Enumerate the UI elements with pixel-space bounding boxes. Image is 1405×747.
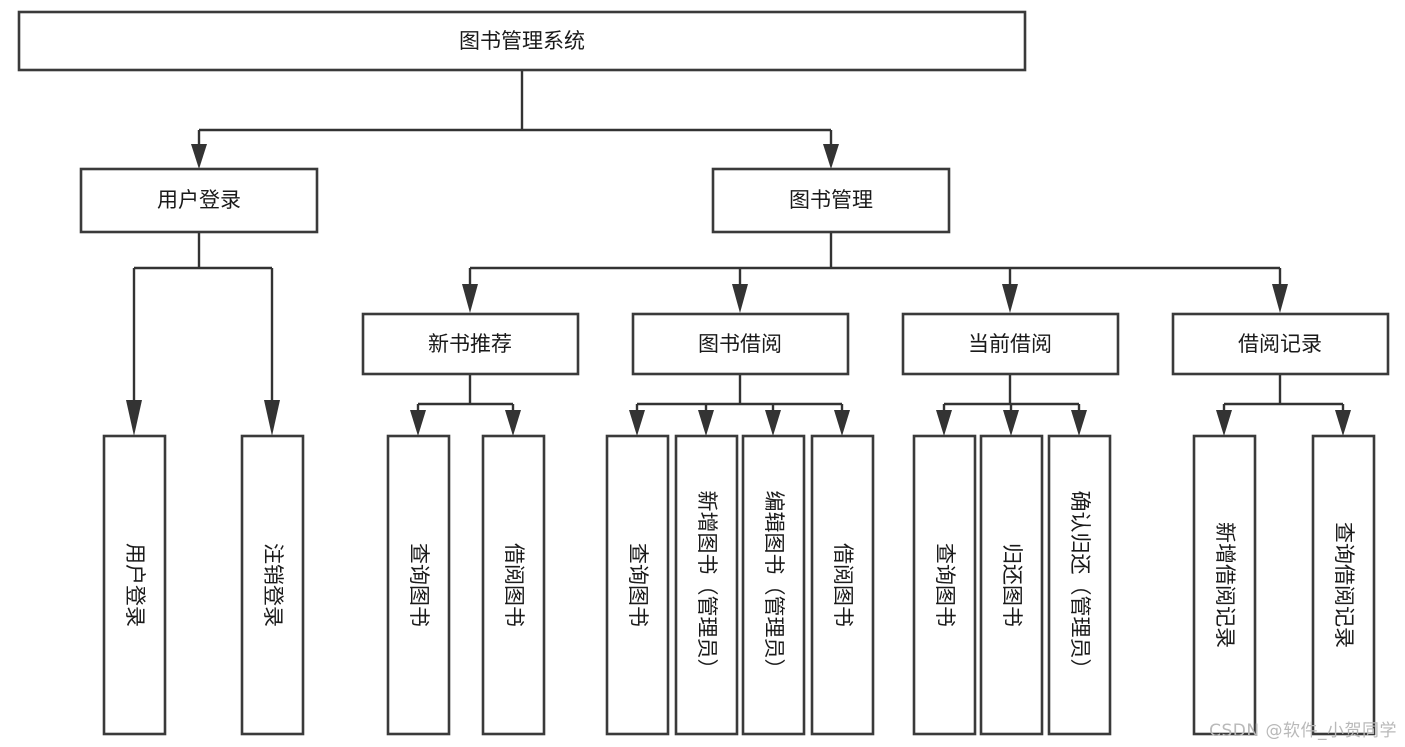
node-current-borrow-label: 当前借阅 bbox=[968, 332, 1052, 356]
arrow-head-borrow-record bbox=[1272, 284, 1288, 313]
arrow-head-leaf-user-logout bbox=[264, 400, 280, 436]
node-root-system[interactable]: 图书管理系统 bbox=[17, 10, 1027, 72]
leaf-currentborrow-query-book[interactable]: 查询图书 bbox=[912, 434, 977, 736]
arrow-head-current-borrow bbox=[1002, 284, 1018, 313]
leaf-currentborrow-return-book[interactable]: 归还图书 bbox=[979, 434, 1044, 736]
leaf-currentborrow-confirm-return-label: 确认归还（管理员） bbox=[1068, 491, 1092, 680]
arrow-head-borrowrecord-leaf-2 bbox=[1335, 410, 1351, 436]
leaf-user-logout[interactable]: 注销登录 bbox=[240, 434, 305, 736]
node-borrow-record-label: 借阅记录 bbox=[1238, 332, 1322, 356]
arrow-head-bookborrow-leaf-2 bbox=[698, 410, 714, 436]
leaf-user-login-label: 用户登录 bbox=[123, 543, 147, 627]
node-root-label: 图书管理系统 bbox=[459, 29, 585, 53]
node-book-borrow-label: 图书借阅 bbox=[698, 332, 782, 356]
node-user-login-label: 用户登录 bbox=[157, 188, 241, 212]
arrow-head-currentborrow-leaf-1 bbox=[936, 410, 952, 436]
arrow-head-new-book bbox=[462, 284, 478, 313]
node-book-management[interactable]: 图书管理 bbox=[711, 167, 951, 234]
leaf-bookborrow-query-book[interactable]: 查询图书 bbox=[605, 434, 670, 736]
leaf-newbook-query-book[interactable]: 查询图书 bbox=[386, 434, 451, 736]
node-new-book-recommend[interactable]: 新书推荐 bbox=[361, 312, 580, 376]
leaf-bookborrow-edit-book[interactable]: 编辑图书（管理员） bbox=[741, 434, 806, 736]
leaf-bookborrow-query-book-label: 查询图书 bbox=[626, 543, 650, 627]
node-book-borrow[interactable]: 图书借阅 bbox=[631, 312, 850, 376]
leaf-bookborrow-borrow-book-label: 借阅图书 bbox=[831, 543, 855, 627]
arrow-head-book-manage bbox=[823, 144, 839, 169]
node-current-borrow[interactable]: 当前借阅 bbox=[901, 312, 1120, 376]
leaf-currentborrow-confirm-return[interactable]: 确认归还（管理员） bbox=[1047, 434, 1112, 736]
arrow-head-book-borrow bbox=[732, 284, 748, 313]
node-book-management-label: 图书管理 bbox=[789, 188, 873, 212]
arrow-head-newbook-leaf-1 bbox=[410, 410, 426, 436]
leaf-user-logout-label: 注销登录 bbox=[261, 543, 285, 627]
leaf-bookborrow-add-book[interactable]: 新增图书（管理员） bbox=[674, 434, 739, 736]
leaf-newbook-borrow-book-label: 借阅图书 bbox=[502, 543, 526, 627]
arrow-head-newbook-leaf-2 bbox=[505, 410, 521, 436]
leaf-borrowrecord-query-record[interactable]: 查询借阅记录 bbox=[1311, 434, 1376, 736]
leaf-bookborrow-edit-book-label: 编辑图书（管理员） bbox=[762, 491, 786, 680]
node-borrow-record[interactable]: 借阅记录 bbox=[1171, 312, 1390, 376]
leaf-borrowrecord-add-record[interactable]: 新增借阅记录 bbox=[1192, 434, 1257, 736]
leaf-borrowrecord-add-record-label: 新增借阅记录 bbox=[1213, 522, 1237, 648]
arrow-head-currentborrow-leaf-3 bbox=[1071, 410, 1087, 436]
arrow-head-borrowrecord-leaf-1 bbox=[1216, 410, 1232, 436]
leaf-borrowrecord-query-record-label: 查询借阅记录 bbox=[1332, 522, 1356, 648]
leaf-newbook-query-book-label: 查询图书 bbox=[407, 543, 431, 627]
leaf-bookborrow-add-book-label: 新增图书（管理员） bbox=[695, 491, 719, 680]
arrow-head-bookborrow-leaf-1 bbox=[629, 410, 645, 436]
leaf-newbook-borrow-book[interactable]: 借阅图书 bbox=[481, 434, 546, 736]
node-new-book-recommend-label: 新书推荐 bbox=[428, 332, 512, 356]
arrow-head-user-login bbox=[191, 144, 207, 169]
node-user-login[interactable]: 用户登录 bbox=[79, 167, 319, 234]
arrow-head-leaf-user-login bbox=[126, 400, 142, 436]
leaf-currentborrow-query-book-label: 查询图书 bbox=[933, 543, 957, 627]
arrow-head-currentborrow-leaf-2 bbox=[1003, 410, 1019, 436]
leaf-bookborrow-borrow-book[interactable]: 借阅图书 bbox=[810, 434, 875, 736]
connector-layer bbox=[126, 70, 1351, 436]
arrow-head-bookborrow-leaf-3 bbox=[765, 410, 781, 436]
leaf-currentborrow-return-book-label: 归还图书 bbox=[1000, 543, 1024, 627]
arrow-head-bookborrow-leaf-4 bbox=[834, 410, 850, 436]
leaf-user-login[interactable]: 用户登录 bbox=[102, 434, 167, 736]
